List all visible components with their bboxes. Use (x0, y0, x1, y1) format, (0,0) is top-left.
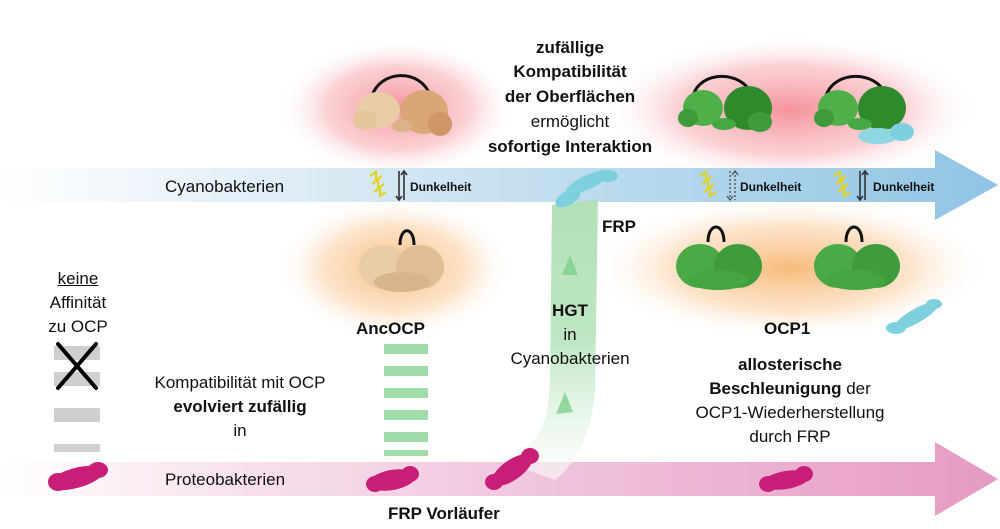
hgt-line3: Cyanobakterien (490, 348, 650, 369)
no-affinity-line3: zu OCP (28, 316, 128, 337)
top-text-line4: ermöglicht (470, 111, 670, 132)
hgt-line2: in (520, 324, 620, 345)
frp-precursor-label: FRP Vorläufer (388, 503, 500, 524)
allo-line1: allosterische (680, 354, 900, 375)
compat-line2: evolviert zufällig (120, 396, 360, 417)
compat-line1: Kompatibilität mit OCP (120, 372, 360, 393)
no-affinity-line2: Affinität (28, 292, 128, 313)
dark-label-3: Dunkelheit (873, 177, 934, 198)
allo-line3: OCP1-Wiederherstellung (660, 402, 920, 423)
no-affinity-line1: keine (28, 268, 128, 289)
top-text-line3: der Oberflächen (470, 86, 670, 107)
cyano-track-label: Cyanobakterien (165, 176, 284, 197)
ocp1-label: OCP1 (764, 318, 810, 339)
allo-line2: Beschleunigung der (660, 378, 920, 399)
allo-line2-rest: der (841, 379, 870, 398)
hgt-line1: HGT (520, 300, 620, 321)
allo-line4: durch FRP (680, 426, 900, 447)
grey-bar (54, 444, 100, 452)
top-text-line2: Kompatibilität (470, 61, 670, 82)
top-text-line5: sofortige Interaktion (450, 136, 690, 157)
ancocp-label: AncOCP (356, 318, 425, 339)
top-text-line1: zufällige (470, 37, 670, 58)
green-bars (384, 344, 428, 456)
dark-label-1: Dunkelheit (410, 177, 471, 198)
dark-label-2: Dunkelheit (740, 177, 801, 198)
proteo-track-label: Proteobakterien (165, 469, 285, 490)
allo-line2-bold: Beschleunigung (709, 379, 841, 398)
grey-bar (54, 408, 100, 422)
compat-line3: in (120, 420, 360, 441)
frp-label: FRP (602, 216, 636, 237)
